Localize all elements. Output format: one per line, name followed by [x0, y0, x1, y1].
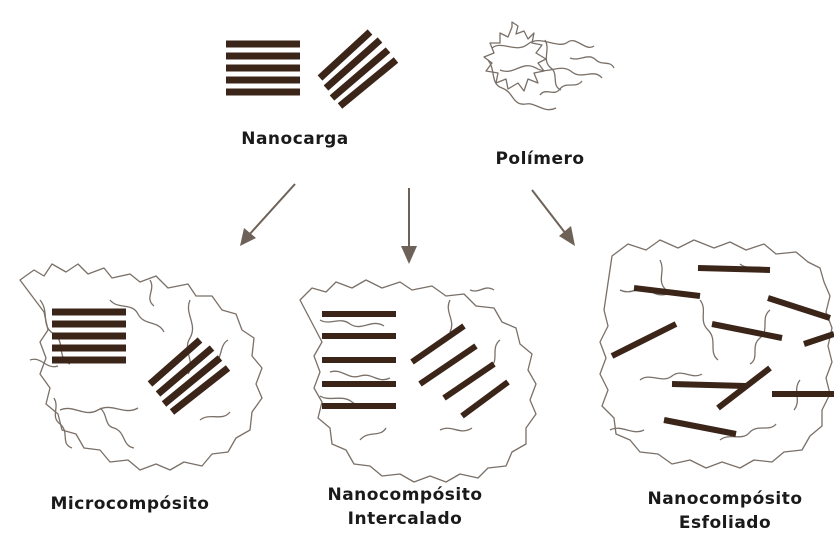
intercalado-label-line1: Nanocompósito [310, 484, 500, 506]
intercalado-stack-horizontal [322, 314, 396, 406]
esfoliado-exfoliated-plates [612, 268, 834, 434]
nanocarga-label: Nanocarga [220, 128, 370, 150]
esfoliado-polymer-matrix [600, 240, 832, 468]
intercalado-stack-tilted [412, 326, 508, 416]
arrow-to-intercalado [401, 188, 417, 264]
micro-stack-horizontal [52, 312, 126, 360]
arrow-to-micro [240, 184, 295, 246]
micro-label: Microcompósito [30, 493, 230, 515]
micro-stack-tilted [150, 340, 228, 412]
polymer-coil [484, 22, 614, 110]
esfoliado-label-line2: Esfoliado [630, 512, 820, 534]
intercalado-label-line2: Intercalado [310, 508, 500, 530]
polimero-label: Polímero [480, 148, 600, 170]
nanocarga-stack-tilted [320, 32, 396, 106]
arrow-to-esfoliado [532, 190, 575, 246]
esfoliado-label-line1: Nanocompósito [630, 488, 820, 510]
nanocarga-stack-horizontal [226, 44, 300, 92]
